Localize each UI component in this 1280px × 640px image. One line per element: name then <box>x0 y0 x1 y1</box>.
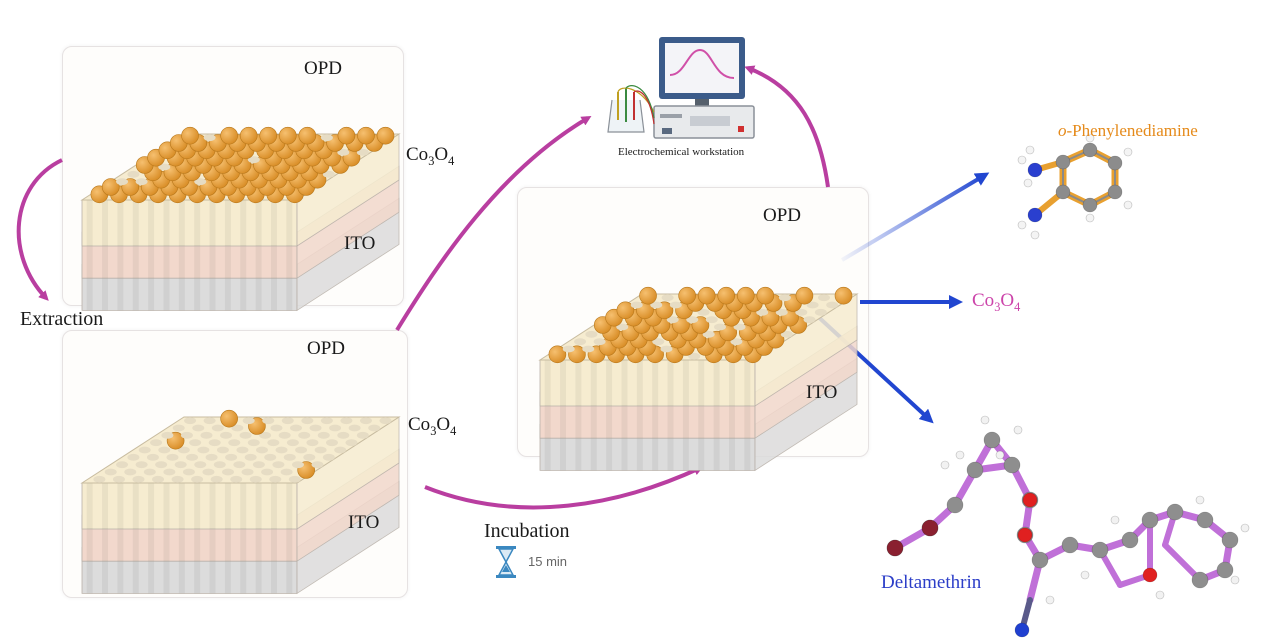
label-workstation: Electrochemical workstation <box>618 146 745 158</box>
incubation-arrow <box>424 465 704 510</box>
label-co3o4-1: Co3O4 <box>406 144 455 168</box>
label-incubation-time: 15 min <box>528 554 568 569</box>
deltamethrin-molecule-icon <box>886 415 1250 638</box>
computer-monitor-icon <box>653 37 755 139</box>
electrode-extracted <box>80 409 401 595</box>
label-ito-3: ITO <box>806 382 838 403</box>
measure-arrow-1 <box>395 115 592 332</box>
hourglass-icon <box>496 546 516 578</box>
label-co3o4-2: Co3O4 <box>408 414 457 438</box>
label-phenylenediamine: o-Phenylenediamine <box>1058 121 1198 140</box>
label-ito-1: ITO <box>344 233 376 254</box>
label-incubation: Incubation <box>484 520 570 542</box>
measure-arrow-2 <box>744 65 830 188</box>
arrow-to-opd <box>840 172 990 262</box>
label-ito-2: ITO <box>348 512 380 533</box>
phenylenediamine-molecule-icon <box>1017 133 1133 240</box>
electrode-loaded <box>80 126 401 312</box>
electrochemical-cell-icon <box>607 85 655 133</box>
electrode-incubated <box>538 286 859 472</box>
label-opd-1: OPD <box>304 58 343 79</box>
extraction-arrow <box>16 158 63 301</box>
label-opd-3: OPD <box>763 205 802 226</box>
label-opd-2: OPD <box>307 338 346 359</box>
label-co3o4-product: Co3O4 <box>972 290 1021 314</box>
label-deltamethrin: Deltamethrin <box>881 572 982 593</box>
label-extraction: Extraction <box>20 308 104 330</box>
